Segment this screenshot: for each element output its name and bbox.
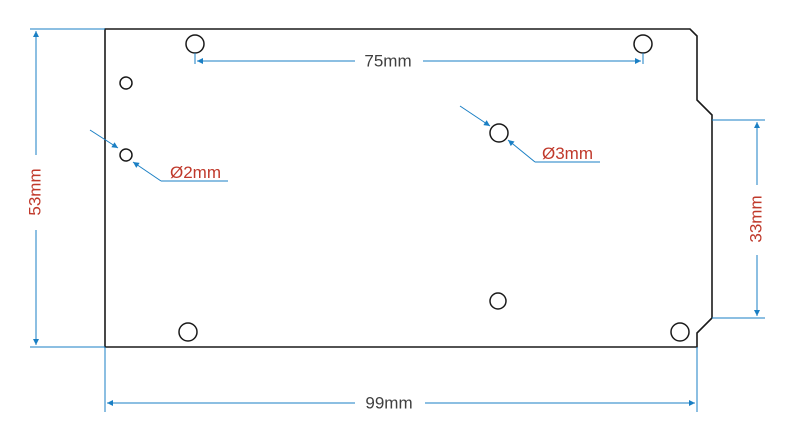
mounting-hole-top-right (633, 34, 653, 54)
mounting-hole-top-left (185, 34, 205, 54)
large-hole-leader: Ø3mm (459, 105, 600, 163)
board-outline (104, 28, 713, 348)
width-dimension: 99mm (104, 347, 698, 412)
small-hole-upper (119, 76, 133, 90)
small-hole-leader: Ø2mm (89, 129, 228, 182)
hole-spacing-dimension: 75mm (194, 51, 644, 70)
height-label: 53mm (25, 168, 44, 215)
mounting-hole-center-bottom (489, 292, 507, 310)
port-height-label: 33mm (746, 195, 765, 242)
width-label: 99mm (365, 393, 412, 412)
small-hole-dimensioned (119, 148, 133, 162)
hole-spacing-label: 75mm (364, 51, 411, 70)
height-dimension: 53mm (25, 28, 105, 348)
mounting-hole-bottom-left (178, 322, 198, 342)
mounting-hole-bottom-right (670, 322, 690, 342)
port-height-dimension: 33mm (712, 119, 765, 319)
large-hole-dimensioned (489, 123, 509, 143)
small-hole-label: Ø2mm (170, 163, 221, 182)
large-hole-label: Ø3mm (542, 144, 593, 163)
